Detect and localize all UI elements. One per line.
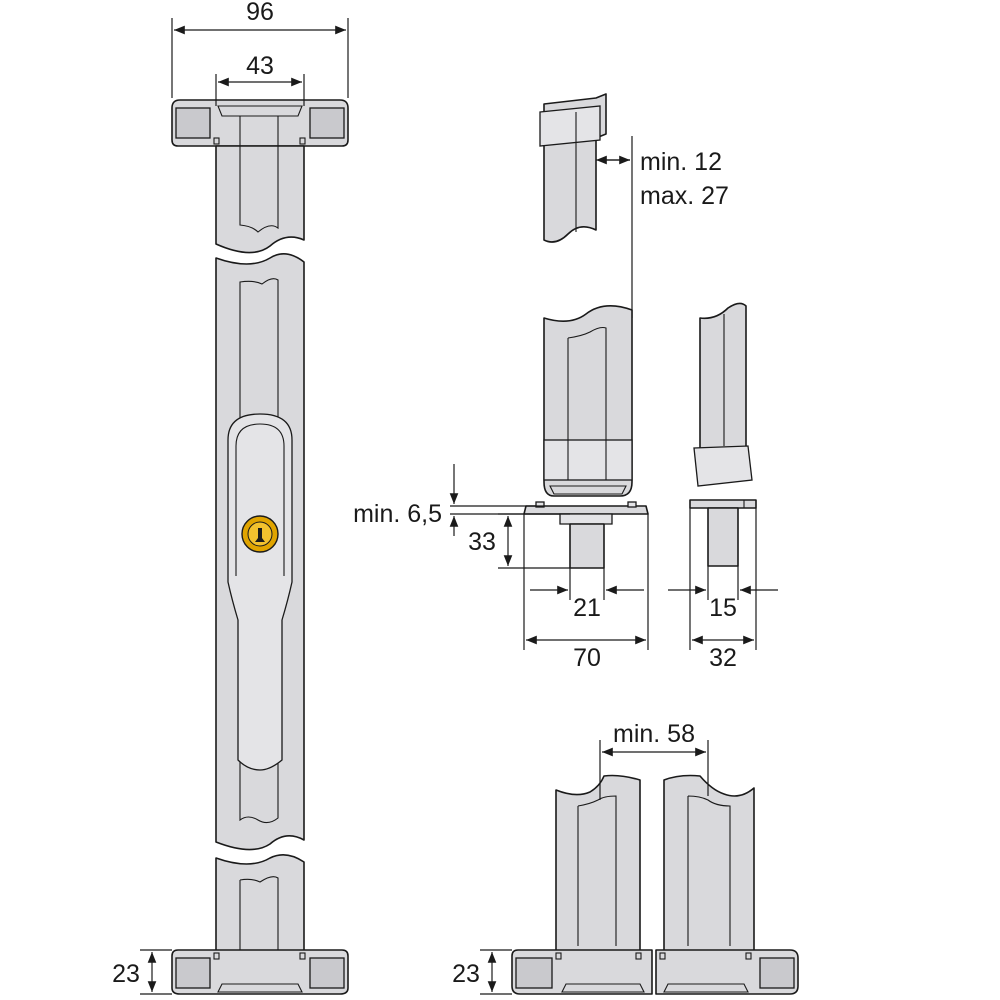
- bolt-front-view: [523, 305, 649, 569]
- dim-clearance: min. 6,5: [353, 464, 544, 536]
- dim-label-23-right: 23: [452, 960, 480, 988]
- dim-double-gap: min. 58: [599, 720, 709, 800]
- main-lock-bar: [171, 99, 349, 995]
- gap-detail: min. 12 max. 27: [539, 93, 729, 318]
- bolt-side-view: [689, 302, 757, 567]
- dim-label-max-27: max. 27: [640, 182, 729, 210]
- dim-bolt-width-front: 21: [530, 568, 644, 622]
- dim-inner-width: 43: [215, 52, 305, 106]
- dim-label-15: 15: [709, 594, 737, 622]
- dim-base-height-right: 23: [452, 949, 512, 995]
- dim-label-70: 70: [573, 644, 601, 672]
- dim-plate-depth: 32: [689, 508, 757, 672]
- key-cylinder-icon: [241, 515, 279, 553]
- lock-handle[interactable]: [227, 413, 293, 771]
- dim-label-min-6-5: min. 6,5: [353, 500, 442, 528]
- dim-label-min-58: min. 58: [613, 720, 695, 748]
- dim-label-21: 21: [573, 594, 601, 622]
- dim-label-33: 33: [468, 528, 496, 556]
- bottom-bracket: [171, 949, 349, 995]
- bar-upper-segment: [215, 145, 305, 254]
- dim-label-min-12: min. 12: [640, 148, 722, 176]
- dim-label-43: 43: [246, 52, 274, 80]
- top-bracket: [171, 99, 349, 147]
- dim-top-width: 96: [171, 0, 349, 98]
- dim-base-height-left: 23: [112, 949, 172, 995]
- dim-plate-width: 70: [523, 514, 649, 672]
- dim-label-96: 96: [246, 0, 274, 26]
- dim-strike-height: 33: [468, 513, 570, 569]
- bar-lower-segment: [215, 854, 305, 953]
- double-bar-detail: [511, 774, 799, 995]
- dim-label-23-left: 23: [112, 960, 140, 988]
- dim-bolt-width-side: 15: [668, 566, 778, 622]
- dim-label-32: 32: [709, 644, 737, 672]
